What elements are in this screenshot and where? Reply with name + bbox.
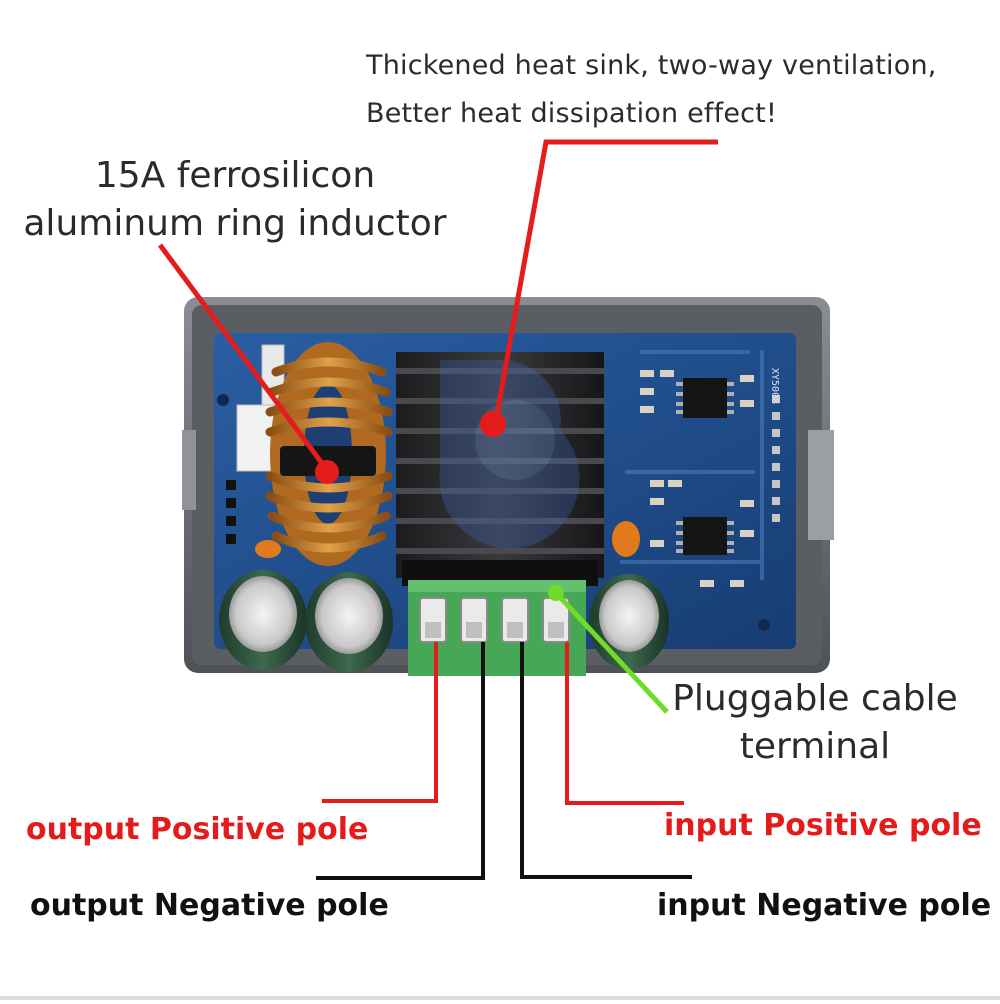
output-positive-label: output Positive pole <box>26 812 369 847</box>
input-negative-label: input Negative pole <box>657 888 992 923</box>
electrolytic-capacitors <box>219 570 669 672</box>
wire-output-negative <box>316 642 485 880</box>
board-marking: XY5008 <box>769 368 780 404</box>
wire-input-negative <box>520 642 692 879</box>
terminal-caption-line1: Pluggable cable <box>672 678 958 719</box>
inductor-caption-line2: aluminum ring inductor <box>23 203 447 244</box>
heat-sink <box>396 352 604 586</box>
terminal-caption-line2: terminal <box>739 726 891 767</box>
callout-heat-sink <box>480 139 718 437</box>
bottom-border <box>0 996 1000 1000</box>
ic-chips <box>640 370 754 587</box>
inductor-caption-line1: 15A ferrosilicon <box>94 155 376 196</box>
heat-sink-caption-line2: Better heat dissipation effect! <box>366 98 777 129</box>
tantalum-capacitors <box>255 521 640 558</box>
input-positive-label: input Positive pole <box>664 808 982 843</box>
wire-output-positive <box>322 642 438 803</box>
callout-terminal <box>548 585 669 714</box>
output-negative-label: output Negative pole <box>30 888 389 923</box>
wire-input-positive <box>565 642 684 805</box>
heat-sink-caption-line1: Thickened heat sink, two-way ventilation… <box>366 50 937 81</box>
callout-inductor <box>157 243 339 484</box>
